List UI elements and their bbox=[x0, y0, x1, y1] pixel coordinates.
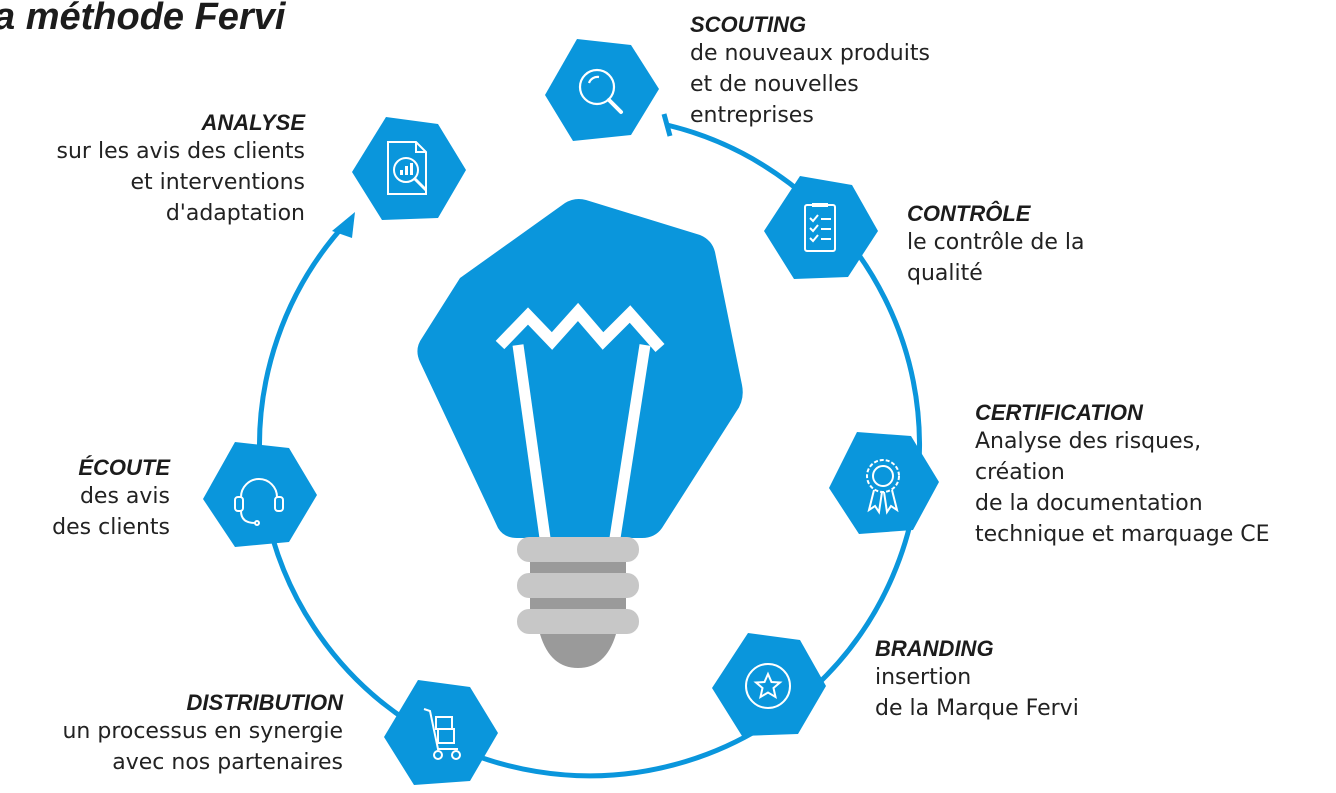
lightbulb-icon bbox=[417, 199, 743, 668]
analyse-line: et interventions bbox=[130, 170, 305, 195]
bulb-wire-left bbox=[512, 344, 551, 539]
distribution-text: DISTRIBUTION un processus en synergie av… bbox=[62, 690, 343, 778]
cycle-arrowhead bbox=[332, 212, 355, 238]
distribution-badge bbox=[384, 680, 498, 785]
analyse-text: ANALYSE sur les avis des clients et inte… bbox=[57, 110, 305, 229]
report-analysis-icon bbox=[387, 141, 428, 195]
certification-line: Analyse des risques, bbox=[975, 429, 1202, 454]
ecoute-text: ÉCOUTE des avis des clients bbox=[52, 455, 170, 543]
bulb-base-ring-2-shadow bbox=[530, 598, 626, 609]
certification-text: CERTIFICATION Analyse des risques, créat… bbox=[975, 400, 1270, 550]
distribution-line: avec nos partenaires bbox=[112, 750, 343, 775]
branding-badge bbox=[712, 633, 826, 736]
certification-line: de la documentation bbox=[975, 491, 1203, 516]
bulb-wire-right bbox=[609, 344, 651, 539]
controle-badge bbox=[764, 176, 878, 279]
bulb-base-ring-3 bbox=[517, 609, 639, 634]
analyse-line: sur les avis des clients bbox=[56, 139, 305, 164]
scouting-line: et de nouvelles bbox=[690, 72, 859, 97]
ecoute-badge bbox=[203, 442, 317, 547]
analyse-line: d'adaptation bbox=[165, 201, 305, 226]
magnifier-icon bbox=[578, 68, 623, 114]
hand-truck-icon bbox=[423, 708, 461, 760]
scouting-text: SCOUTING de nouveaux produits et de nouv… bbox=[690, 12, 930, 131]
analyse-heading: ANALYSE bbox=[201, 110, 306, 135]
controle-text: CONTRÔLE le contrôle de la qualité bbox=[907, 201, 1085, 289]
bulb-body bbox=[417, 199, 743, 538]
bulb-base-ring-1-shadow bbox=[530, 562, 626, 573]
certification-badge bbox=[829, 432, 939, 534]
ecoute-heading: ÉCOUTE bbox=[78, 455, 170, 480]
certification-line: création bbox=[975, 460, 1065, 485]
branding-line: insertion bbox=[875, 665, 972, 690]
certification-line: technique et marquage CE bbox=[975, 522, 1270, 547]
branding-text: BRANDING insertion de la Marque Fervi bbox=[875, 636, 1079, 724]
ecoute-line: des clients bbox=[52, 515, 170, 540]
award-ribbon-icon bbox=[866, 459, 900, 515]
controle-line: qualité bbox=[907, 261, 983, 286]
bulb-tip bbox=[540, 634, 616, 668]
controle-heading: CONTRÔLE bbox=[907, 201, 1031, 226]
headset-icon bbox=[234, 478, 284, 526]
bulb-base-ring-1 bbox=[517, 537, 639, 562]
star-badge-icon bbox=[745, 663, 791, 709]
scouting-badge bbox=[545, 39, 659, 141]
scouting-line: de nouveaux produits bbox=[690, 41, 930, 66]
checklist-icon bbox=[804, 203, 836, 252]
bulb-base-ring-2 bbox=[517, 573, 639, 598]
branding-heading: BRANDING bbox=[875, 636, 994, 661]
analyse-badge bbox=[352, 117, 466, 220]
certification-heading: CERTIFICATION bbox=[975, 400, 1143, 425]
ecoute-line: des avis bbox=[79, 484, 170, 509]
bulb-filament bbox=[495, 302, 665, 352]
distribution-line: un processus en synergie bbox=[62, 719, 343, 744]
cycle-start-tick bbox=[661, 113, 673, 137]
branding-line: de la Marque Fervi bbox=[875, 696, 1079, 721]
distribution-heading: DISTRIBUTION bbox=[186, 690, 343, 715]
controle-line: le contrôle de la bbox=[907, 230, 1085, 255]
scouting-line: entreprises bbox=[690, 103, 814, 128]
scouting-heading: SCOUTING bbox=[690, 12, 807, 37]
diagram-title: a méthode Fervi bbox=[0, 0, 286, 38]
